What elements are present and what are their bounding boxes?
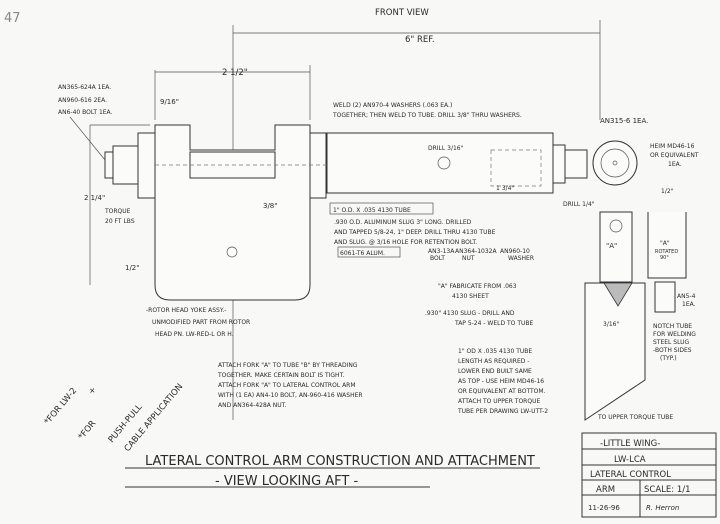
- heim-rod-end: HEIM MD46-16 OR EQUIVALENT 1EA.: [592, 140, 699, 186]
- fork-a-rot: "A": [660, 240, 670, 247]
- page-number: 47: [4, 11, 21, 26]
- fork-a: DRILL 1/4" "A" 1/2" "A" ROTATED 90° AN5-…: [563, 188, 696, 313]
- date: 11-26-96: [588, 504, 620, 512]
- fabricate-notes: "A" FABRICATE FROM .063 4130 SHEET .930"…: [425, 283, 548, 415]
- tube-note: 1" O.D. X .035 4130 TUBE: [333, 207, 411, 214]
- tube-b-line: AS TOP - USE HEIM MD46-16: [458, 378, 544, 385]
- attach-line: ATTACH FORK "A" TO TUBE "B" BY THREADING: [218, 362, 358, 369]
- torque-value: 20 FT LBS: [105, 218, 135, 225]
- retention-nut: AN364-1032A: [455, 248, 497, 255]
- project-name: -LITTLE WING-: [600, 439, 660, 449]
- slug-note: .930 O.D. ALUMINUM SLUG 3" LONG. DRILLED: [334, 219, 472, 226]
- yoke-note-line: HEAD PN. LW-RED-L OR H.: [155, 331, 234, 338]
- hardware-line: AN365-624A 1EA.: [58, 84, 111, 91]
- tube-notes: 1" O.D. X .035 4130 TUBE .930 O.D. ALUMI…: [329, 202, 534, 262]
- hardware-line: AN6-40 BOLT 1EA.: [58, 109, 113, 116]
- notch-note: -BOTH SIDES: [653, 347, 692, 354]
- notch-note: NOTCH TUBE: [653, 323, 692, 330]
- drawing-number: LW-LCA: [614, 455, 646, 465]
- title-line: - VIEW LOOKING AFT -: [215, 474, 358, 489]
- handwritten-line: *FOR LW-2: [43, 386, 80, 427]
- slug-steel-note: TAP 5-24 - WELD TO TUBE: [454, 320, 533, 327]
- retention-bolt: AN3-13A: [428, 248, 455, 255]
- dim-yoke-width: 2 1/2": [222, 68, 248, 78]
- dim-slug-depth: 1 3/4": [496, 185, 514, 192]
- dim-bottom: 1/2": [125, 264, 140, 272]
- notch-note: STEEL SLUG: [653, 339, 690, 346]
- drill-fork-note: DRILL 1/4": [563, 201, 595, 208]
- tube-b-line: ATTACH TO UPPER TORQUE: [458, 398, 540, 405]
- control-arm-tube: DRILL 3/16" 1 3/4" WELD (2) AN970-4 WASH…: [326, 102, 648, 194]
- dim-notch: 3/16": [603, 321, 619, 328]
- dim-overall: 6" REF.: [405, 35, 435, 45]
- label-nut: NUT: [462, 255, 475, 262]
- slug-steel-note: .930" 4130 SLUG - DRILL AND: [425, 310, 515, 317]
- dim-yoke-lug: 9/16": [160, 98, 179, 106]
- retention-washer: AN960-10: [500, 248, 530, 255]
- attach-line: AND AN364-428A NUT.: [218, 402, 287, 409]
- an-side-note: AN5-4: [677, 293, 696, 300]
- attach-note: ATTACH FORK "A" TO TUBE "B" BY THREADING…: [217, 362, 363, 409]
- attach-line: ATTACH FORK "A" TO LATERAL CONTROL ARM: [218, 382, 356, 389]
- handwritten-line: +: [87, 385, 99, 397]
- tube-b-line: TUBE PER DRAWING LW-UTT-2: [457, 408, 548, 415]
- fork-a-label: "A": [606, 242, 617, 250]
- fork-a-rot: 90°: [660, 255, 669, 261]
- handwritten-line: *FOR: [77, 419, 99, 442]
- dim-yoke-height: 2 1/4": [84, 194, 105, 202]
- tube-b-note: 1" OD X .035 4130 TUBE LENGTH AS REQUIRE…: [457, 348, 548, 415]
- view-title: FRONT VIEW: [375, 8, 429, 18]
- attach-line: TOGETHER. MAKE CERTAIN BOLT IS TIGHT.: [217, 372, 345, 379]
- yoke-note-line: UNMODIFIED PART FROM ROTOR: [152, 319, 250, 326]
- title-line: LATERAL CONTROL ARM CONSTRUCTION AND ATT…: [145, 454, 535, 469]
- hardware-note: AN365-624A 1EA. AN960-616 2EA. AN6-40 BO…: [58, 84, 135, 225]
- fabricate-note: 4130 SHEET: [452, 293, 489, 300]
- hardware-line: AN960-616 2EA.: [58, 97, 107, 104]
- signature: R. Herron: [646, 504, 679, 512]
- heim-note: OR EQUIVALENT: [650, 152, 699, 159]
- yoke-note: -ROTOR HEAD YOKE ASSY.- UNMODIFIED PART …: [146, 307, 250, 338]
- fork-a-rot: ROTATED: [655, 249, 678, 255]
- torque-label: TORQUE: [104, 208, 131, 215]
- tube-b-line: LENGTH AS REQUIRED -: [458, 358, 529, 365]
- yoke-note-line: -ROTOR HEAD YOKE ASSY.-: [146, 307, 226, 314]
- drawing-title: LATERAL CONTROL ARM CONSTRUCTION AND ATT…: [125, 454, 540, 489]
- dim-bolt-offset: 3/8": [263, 202, 278, 210]
- part-name: ARM: [596, 485, 615, 495]
- notch-note: FOR WELDING: [653, 331, 696, 338]
- title-block: -LITTLE WING- LW-LCA LATERAL CONTROL ARM…: [581, 432, 717, 518]
- tube-b-line: 1" OD X .035 4130 TUBE: [458, 348, 532, 355]
- tube-b-line: LOWER END BUILT SAME: [458, 368, 532, 375]
- handwritten-notes: *FOR LW-2 + *FOR PUSH-PULL CABLE APPLICA…: [43, 382, 186, 454]
- label-bolt: BOLT: [430, 255, 445, 262]
- an-side-note: 1EA.: [682, 301, 696, 308]
- slug-alloy: 6061-T6 ALUM.: [340, 250, 385, 257]
- heim-note: 1EA.: [668, 161, 682, 168]
- label-washer: WASHER: [508, 255, 534, 262]
- drill-tube-note: DRILL 3/16": [428, 145, 464, 152]
- notch-note: (TYP.): [660, 355, 677, 362]
- attach-line: WITH (1 EA) AN4-10 BOLT, AN-960-416 WASH…: [218, 392, 363, 399]
- slug-note: AND SLUG. @ 3/16 HOLE FOR RETENTION BOLT…: [334, 239, 477, 246]
- tube-b-line: OR EQUIVALENT AT BOTTOM.: [458, 388, 546, 395]
- dim-fork-width: 1/2": [661, 188, 674, 195]
- fabricate-note: "A" FABRICATE FROM .063: [438, 283, 517, 290]
- an315-note: AN315-6 1EA.: [600, 117, 648, 125]
- weld-note: WELD (2) AN970-4 WASHERS (.063 EA.): [333, 102, 452, 109]
- to-upper-note: TO UPPER TORQUE TUBE: [597, 414, 673, 421]
- rotor-head-yoke: 2 1/2" 9/16" 2 1/4" 3/8" 1/2": [84, 65, 560, 301]
- part-name: LATERAL CONTROL: [590, 470, 671, 480]
- scale: SCALE: 1/1: [644, 485, 691, 495]
- weld-note: TOGETHER; THEN WELD TO TUBE. DRILL 3/8" …: [332, 112, 522, 119]
- slug-note: AND TAPPED 5/8-24, 1" DEEP. DRILL THRU 4…: [334, 229, 496, 236]
- tube-b: 3/16" NOTCH TUBE FOR WELDING STEEL SLUG …: [584, 282, 696, 421]
- heim-note: HEIM MD46-16: [650, 143, 695, 150]
